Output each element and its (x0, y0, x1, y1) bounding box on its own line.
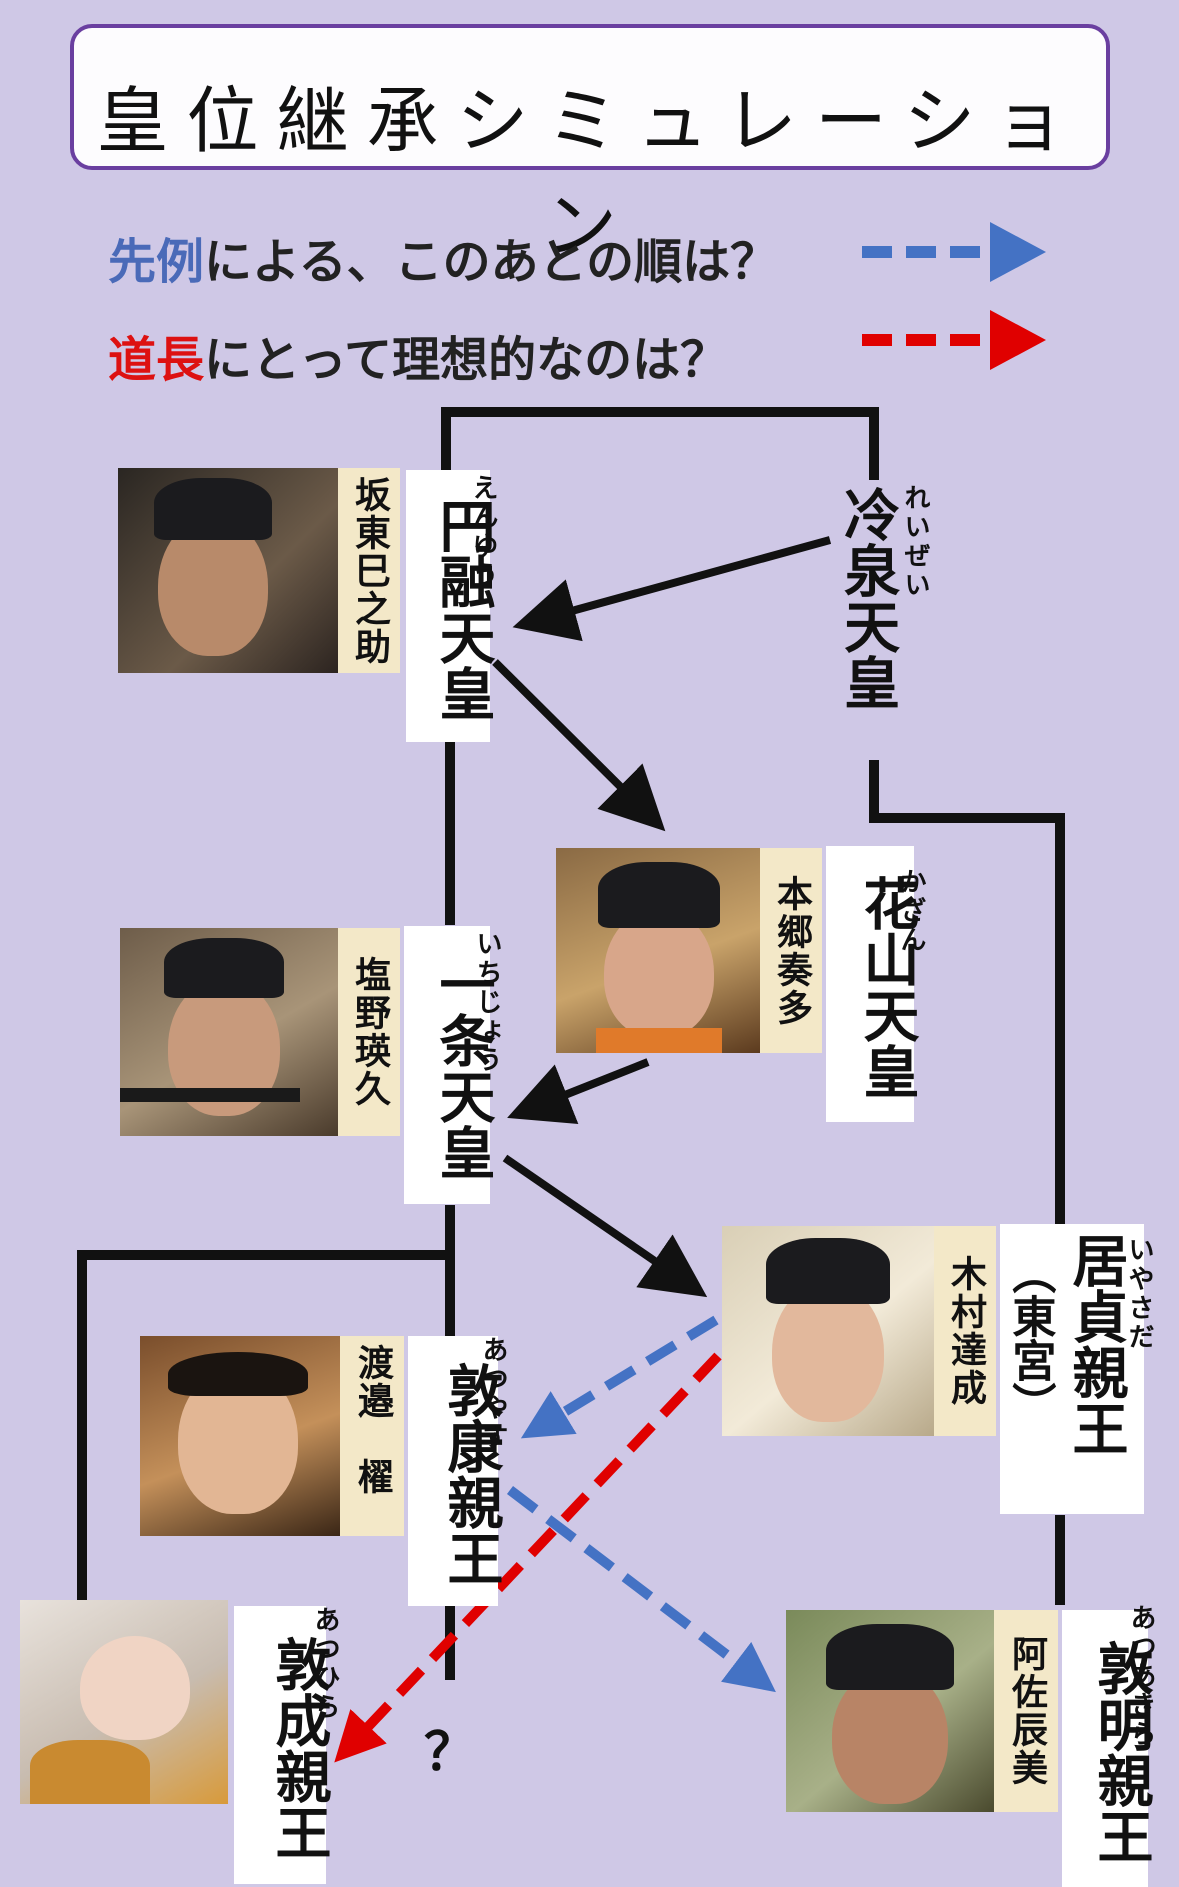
legend-blue-arrow (862, 222, 1046, 282)
ruby-kazan: かざん (896, 868, 926, 955)
legend-blue-text: による、このあとの順は？ (204, 234, 779, 290)
photo-atsuhira (20, 1600, 228, 1804)
photo-kazan (556, 848, 761, 1053)
emperor-kazan: 花山天皇 (826, 846, 919, 1122)
photo-atsuyasu (140, 1336, 340, 1536)
actor-atsuyasu: 渡邉 櫂 (340, 1336, 404, 1536)
emperor-ichijo: 一条天皇 (404, 926, 495, 1204)
photo-iyasada (722, 1226, 934, 1436)
ruby-reizei: れいぜい (900, 484, 930, 600)
ruby-iyasada: いやさだ (1124, 1236, 1154, 1352)
ruby-atsuyasu: あつやす (478, 1336, 508, 1452)
ruby-ichijo: いちじょう (472, 930, 502, 1075)
arrow-blue-atsuyasu-to-atsuakira (506, 1486, 776, 1693)
unknown-successor-mark: ？ (424, 1723, 477, 1783)
family-lines (77, 407, 1065, 1680)
actor-enyu: 坂東巳之助 (338, 468, 400, 673)
succession-arrows (492, 536, 832, 1298)
title-frame: 皇位継承シミュレーション (70, 24, 1110, 268)
legend-red-arrow (862, 310, 1046, 370)
photo-ichijo (120, 928, 338, 1136)
photo-atsuakira (786, 1610, 994, 1812)
line-enyu-reizei (441, 407, 879, 480)
ruby-atsuhira: あつひら (310, 1606, 340, 1722)
arrow-enyu-to-kazan (492, 659, 666, 832)
prince-atsuakira: 敦明親王 (1062, 1610, 1153, 1887)
prince-atsuhira: 敦成親王 (234, 1606, 331, 1884)
arrow-reizei-to-enyu (512, 536, 832, 642)
iyasada-label-bg (1000, 1224, 1144, 1514)
prince-iyasada: 居貞親王 (1063, 1232, 1128, 1456)
photo-enyu (118, 468, 338, 673)
legend-red-highlight: 道長 (108, 332, 205, 388)
actor-kazan: 本郷奏多 (760, 848, 822, 1053)
emperor-enyu: 円融天皇 (406, 470, 495, 742)
legend-red-text: にとって理想的なのは？ (204, 332, 729, 388)
arrow-red-iyasada-to-atsuhira (334, 1352, 722, 1763)
prince-atsuyasu: 敦康親王 (408, 1336, 503, 1606)
actor-ichijo: 塩野瑛久 (338, 928, 400, 1136)
ruby-atsuakira: あつあきら (1126, 1604, 1156, 1749)
line-ichijo-atsuhira (77, 1250, 450, 1600)
legend-blue: 先例による、このあとの順は？ (108, 222, 778, 292)
actor-iyasada: 木村達成 (934, 1226, 996, 1436)
arrow-kazan-to-ichijo (507, 1058, 650, 1125)
emperor-reizei: 冷泉天皇 (834, 486, 900, 710)
arrow-ichijo-to-iyasada (502, 1154, 708, 1298)
ruby-enyu: えんゆう (468, 474, 498, 590)
line-reizei-iyasada (869, 760, 1065, 1230)
legend-blue-highlight: 先例 (108, 234, 205, 290)
iyasada-sub: （東宮） (1004, 1250, 1056, 1426)
page-title: 皇位継承シミュレーション (96, 79, 1084, 268)
legend-red: 道長にとって理想的なのは？ (108, 320, 728, 390)
actor-atsuakira: 阿佐辰美 (994, 1610, 1058, 1812)
arrow-blue-iyasada-to-atsuyasu (520, 1315, 719, 1439)
